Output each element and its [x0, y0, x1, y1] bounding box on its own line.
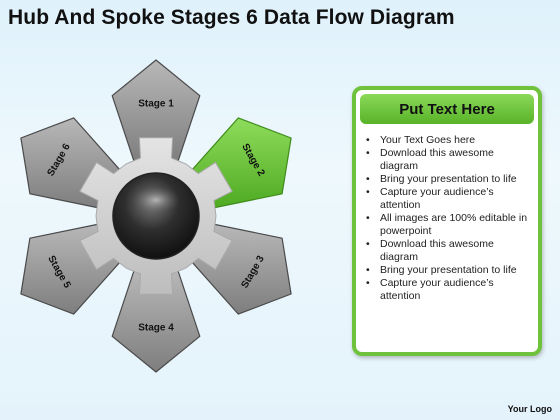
page-title: Hub And Spoke Stages 6 Data Flow Diagram — [8, 6, 455, 29]
bullet-item: Download this awesome diagram — [362, 147, 534, 173]
bullet-list: Your Text Goes hereDownload this awesome… — [362, 134, 534, 303]
bullet-item: Download this awesome diagram — [362, 238, 534, 264]
bullet-item: Your Text Goes here — [362, 134, 534, 147]
stage-4-label: Stage 4 — [138, 323, 174, 334]
stage-1-label: Stage 1 — [138, 99, 174, 110]
bullet-item: Capture your audience’s attention — [362, 277, 534, 303]
logo-text: Your Logo — [507, 404, 552, 414]
bullet-item: Bring your presentation to life — [362, 264, 534, 277]
bullet-item: All images are 100% editable in powerpoi… — [362, 212, 534, 238]
bullet-item: Bring your presentation to life — [362, 173, 534, 186]
text-box-header: Put Text Here — [360, 94, 534, 124]
hub-ball-highlight — [132, 186, 180, 214]
bullet-item: Capture your audience’s attention — [362, 186, 534, 212]
text-placeholder-box: Put Text Here Your Text Goes hereDownloa… — [352, 86, 542, 356]
hub-ball — [112, 172, 200, 260]
